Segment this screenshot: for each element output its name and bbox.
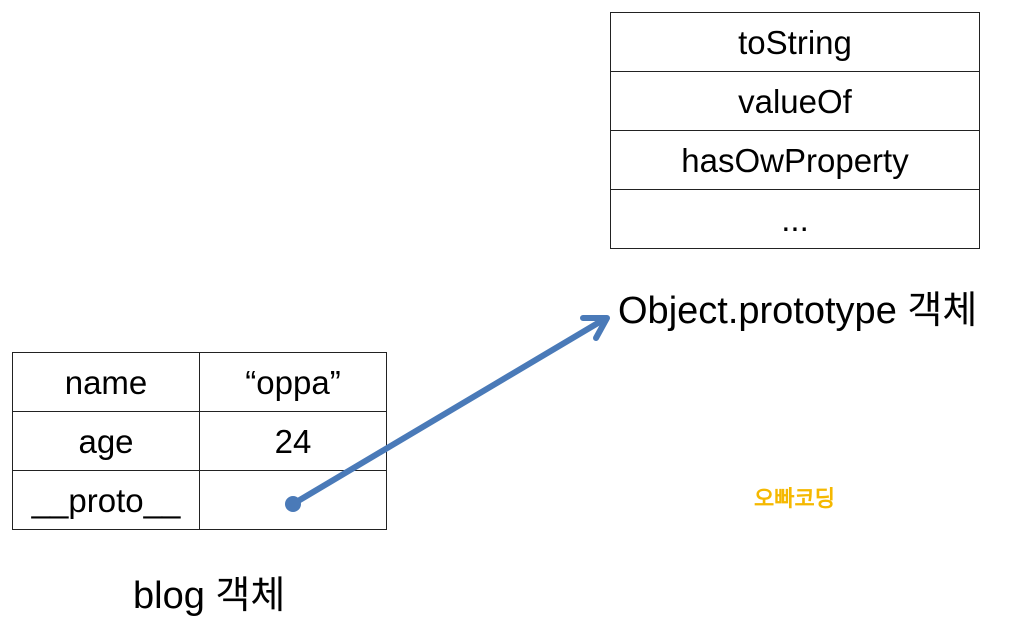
blog-object-table: name “oppa” age 24 __proto__ — [12, 352, 387, 530]
prototype-row: toString — [610, 12, 980, 72]
prototype-method-cell: valueOf — [610, 71, 980, 131]
prototype-object-caption: Object.prototype 객체 — [618, 290, 978, 332]
prototype-row: valueOf — [610, 71, 980, 131]
prototype-row: ... — [610, 189, 980, 249]
prototype-row: hasOwProperty — [610, 130, 980, 190]
watermark-text: 오빠코딩 — [754, 486, 835, 511]
prototype-method-cell: toString — [610, 12, 980, 72]
prototype-ellipsis-cell: ... — [610, 189, 980, 249]
prototype-object-table: toString valueOf hasOwProperty ... — [610, 12, 980, 249]
property-key-cell: __proto__ — [12, 470, 200, 530]
property-value-cell: “oppa” — [199, 352, 387, 412]
property-key-cell: age — [12, 411, 200, 471]
property-key-cell: name — [12, 352, 200, 412]
property-value-cell: 24 — [199, 411, 387, 471]
blog-property-row: age 24 — [12, 411, 387, 471]
blog-property-row: __proto__ — [12, 470, 387, 530]
blog-object-caption: blog 객체 — [133, 575, 286, 617]
proto-pointer-cell — [199, 470, 387, 530]
prototype-method-cell: hasOwProperty — [610, 130, 980, 190]
arrow-head — [580, 315, 610, 341]
blog-property-row: name “oppa” — [12, 352, 387, 412]
